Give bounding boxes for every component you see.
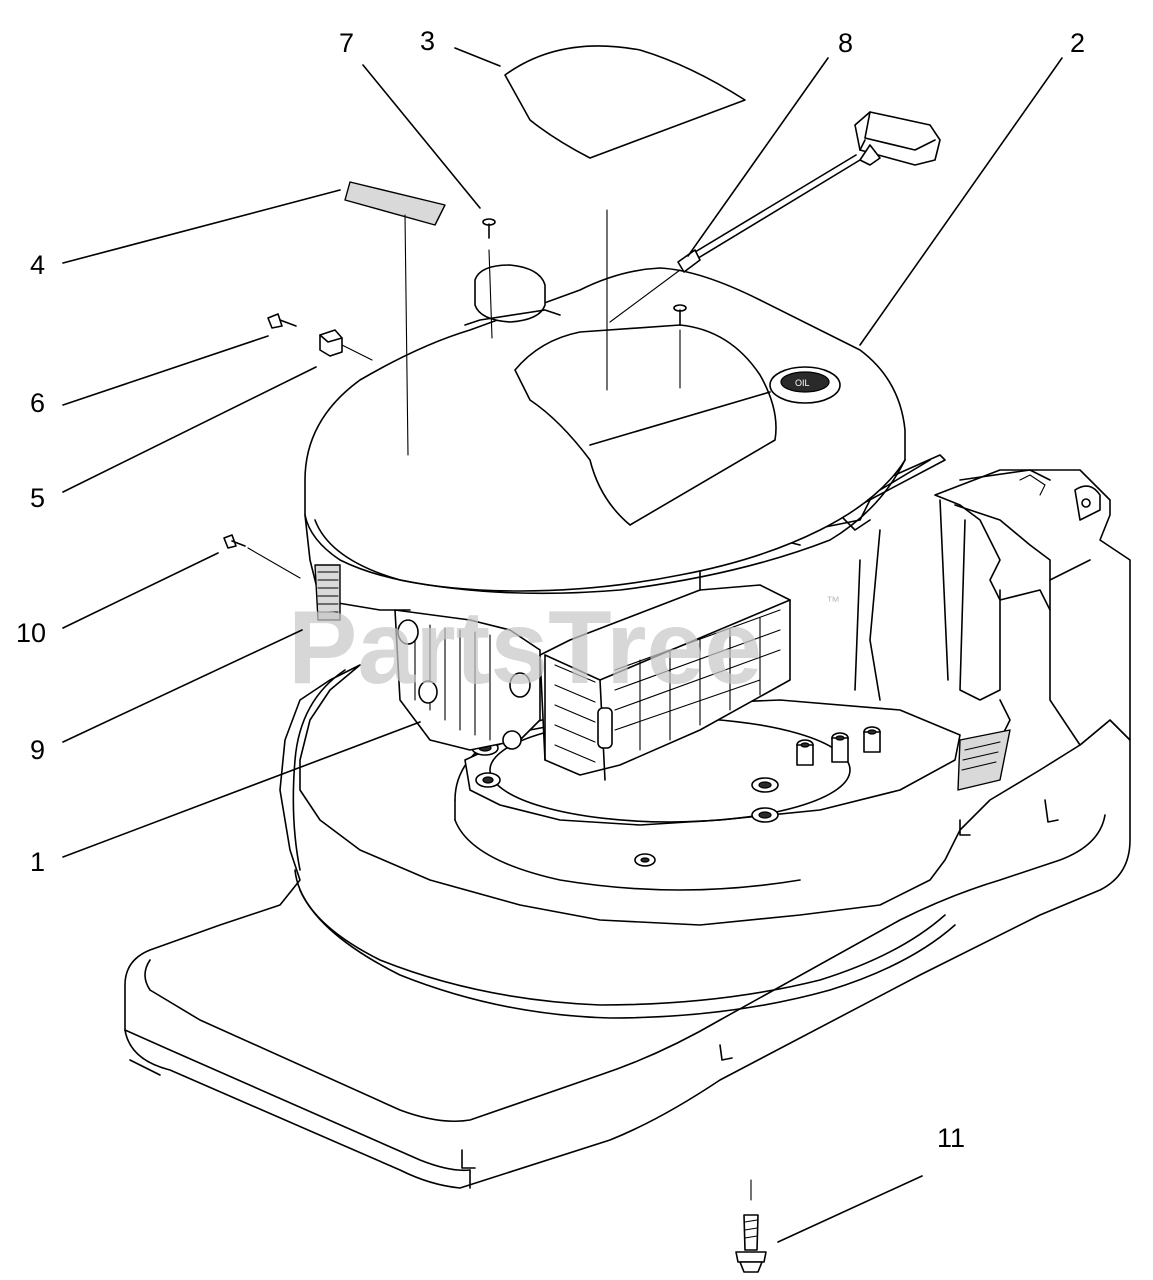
decal-4-part bbox=[344, 181, 446, 226]
leader-7 bbox=[362, 64, 481, 209]
callout-labels: 3 7 8 2 4 6 5 10 9 1 11 bbox=[16, 26, 1085, 1153]
exploded-parts bbox=[223, 45, 941, 1273]
watermark-trademark: ™ bbox=[826, 593, 840, 609]
muffler-guard-grille bbox=[554, 609, 781, 763]
callout-10: 10 bbox=[16, 618, 46, 648]
callout-5: 5 bbox=[30, 483, 45, 513]
leader-9 bbox=[62, 629, 303, 743]
leader-lines bbox=[62, 47, 1063, 1243]
leader-3 bbox=[454, 47, 501, 67]
callout-3: 3 bbox=[420, 26, 435, 56]
callout-7: 7 bbox=[339, 28, 354, 58]
callout-6: 6 bbox=[30, 388, 45, 418]
engine-shroud: OIL bbox=[304, 264, 906, 621]
leader-6 bbox=[62, 335, 269, 406]
callout-11: 11 bbox=[937, 1123, 965, 1153]
decal-3-part bbox=[504, 45, 746, 159]
callout-9: 9 bbox=[30, 735, 45, 765]
shroud-screw-part bbox=[673, 304, 687, 326]
leader-10 bbox=[62, 552, 219, 629]
engine-block bbox=[394, 454, 946, 781]
control-cable-8-part bbox=[609, 111, 941, 323]
leader-1 bbox=[62, 721, 421, 858]
callout-8: 8 bbox=[838, 28, 853, 58]
callout-1: 1 bbox=[30, 847, 45, 877]
screw-6-part bbox=[267, 313, 297, 329]
callout-2: 2 bbox=[1070, 28, 1085, 58]
leader-4 bbox=[62, 189, 341, 264]
leader-5 bbox=[62, 366, 317, 493]
watermark-text: PartsTree bbox=[288, 590, 762, 706]
screw-10-part bbox=[223, 534, 246, 549]
bolt-11-part bbox=[735, 1179, 767, 1273]
screw-7-part bbox=[482, 218, 496, 239]
svg-text:OIL: OIL bbox=[795, 378, 810, 388]
leader-11 bbox=[777, 1175, 923, 1243]
clip-5-part bbox=[319, 329, 343, 357]
leader-8 bbox=[687, 57, 829, 257]
leader-2 bbox=[859, 57, 1063, 346]
callout-4: 4 bbox=[30, 250, 45, 280]
